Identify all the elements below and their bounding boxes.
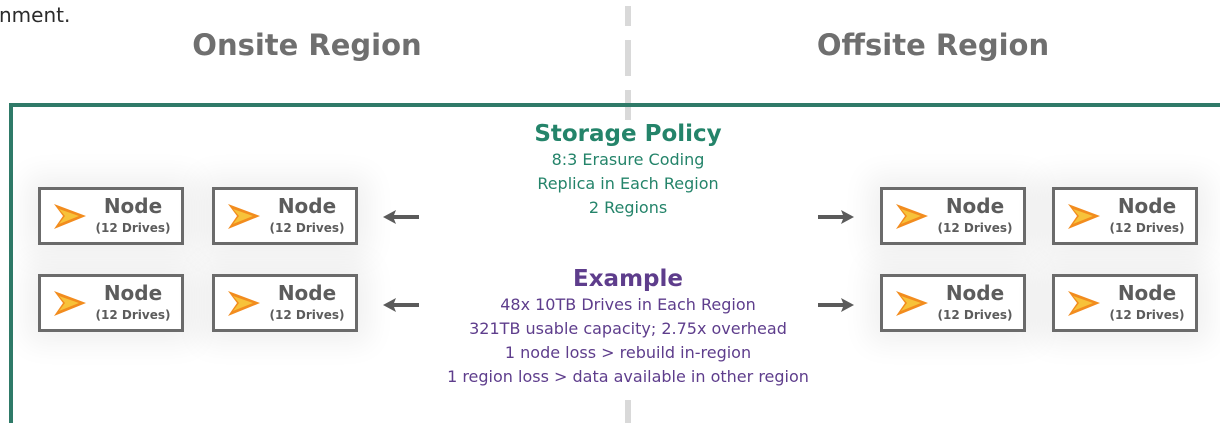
example-title: Example xyxy=(573,266,683,292)
arrow-right-icon xyxy=(818,298,854,312)
region-divider-segment xyxy=(625,400,631,423)
node-drive-count: (12 Drives) xyxy=(269,308,345,322)
node-label: Node xyxy=(103,194,163,218)
example-line: 48x 10TB Drives in Each Region xyxy=(500,295,756,314)
swift-logo-icon xyxy=(54,291,86,316)
swift-logo-icon xyxy=(896,291,928,316)
onsite-region-title: Onsite Region xyxy=(192,28,422,62)
offsite-node: Node (12 Drives) xyxy=(1052,274,1198,332)
onsite-node: Node (12 Drives) xyxy=(212,187,358,245)
region-divider-segment xyxy=(625,40,631,76)
storage-policy-line: 8:3 Erasure Coding xyxy=(551,150,705,169)
arrow-left-icon xyxy=(383,210,419,224)
node-label: Node xyxy=(945,194,1005,218)
swift-logo-icon xyxy=(54,204,86,229)
swift-logo-icon xyxy=(228,291,260,316)
swift-logo-icon xyxy=(896,204,928,229)
arrow-left-icon xyxy=(383,298,419,312)
node-drive-count: (12 Drives) xyxy=(1109,221,1185,235)
storage-policy-title: Storage Policy xyxy=(534,121,722,147)
onsite-node: Node (12 Drives) xyxy=(38,187,184,245)
storage-cluster-frame xyxy=(9,103,1220,423)
example-line: 1 region loss > data available in other … xyxy=(447,367,809,386)
node-drive-count: (12 Drives) xyxy=(95,221,171,235)
onsite-node: Node (12 Drives) xyxy=(38,274,184,332)
offsite-region-title: Offsite Region xyxy=(816,28,1050,62)
offsite-node: Node (12 Drives) xyxy=(880,187,1026,245)
node-label: Node xyxy=(1117,281,1177,305)
node-drive-count: (12 Drives) xyxy=(937,308,1013,322)
offsite-node: Node (12 Drives) xyxy=(880,274,1026,332)
node-drive-count: (12 Drives) xyxy=(269,221,345,235)
intro-text-fragment: nment. xyxy=(0,3,71,27)
node-label: Node xyxy=(277,281,337,305)
node-drive-count: (12 Drives) xyxy=(95,308,171,322)
node-label: Node xyxy=(1117,194,1177,218)
onsite-node: Node (12 Drives) xyxy=(212,274,358,332)
node-label: Node xyxy=(277,194,337,218)
swift-logo-icon xyxy=(228,204,260,229)
node-label: Node xyxy=(103,281,163,305)
example-block: Example 48x 10TB Drives in Each Region 3… xyxy=(447,265,809,389)
example-line: 321TB usable capacity; 2.75x overhead xyxy=(469,319,787,338)
arrow-right-icon xyxy=(818,210,854,224)
node-drive-count: (12 Drives) xyxy=(937,221,1013,235)
example-line: 1 node loss > rebuild in-region xyxy=(504,343,752,362)
storage-policy-block: Storage Policy 8:3 Erasure Coding Replic… xyxy=(508,120,748,220)
node-label: Node xyxy=(945,281,1005,305)
swift-logo-icon xyxy=(1068,204,1100,229)
offsite-node: Node (12 Drives) xyxy=(1052,187,1198,245)
storage-policy-line: 2 Regions xyxy=(588,198,668,217)
region-divider-segment xyxy=(625,6,631,26)
storage-policy-line: Replica in Each Region xyxy=(537,174,719,193)
swift-logo-icon xyxy=(1068,291,1100,316)
node-drive-count: (12 Drives) xyxy=(1109,308,1185,322)
